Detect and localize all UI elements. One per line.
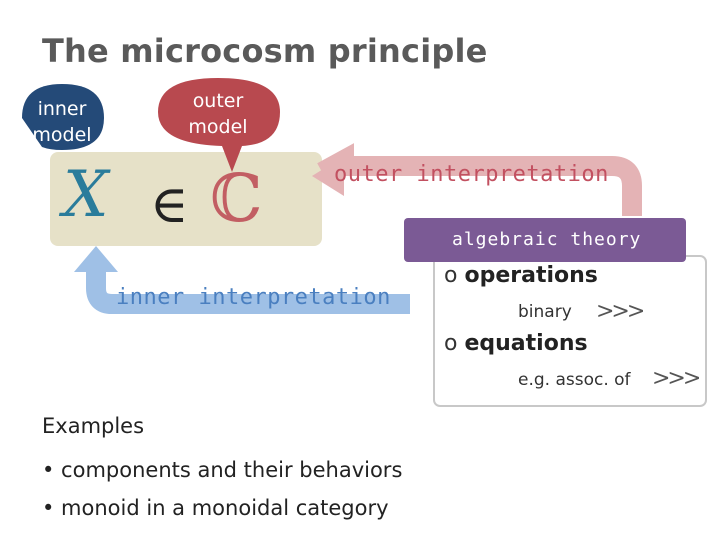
equations-label: equations: [464, 331, 588, 356]
examples-list: • components and their behaviors • monoi…: [42, 451, 402, 527]
outer-model-bubble: [158, 78, 280, 172]
outer-arrow-head: [312, 156, 344, 196]
operations-symbol: >>>: [596, 299, 645, 324]
equations-bullet: o: [444, 331, 458, 356]
operations-bullet: o: [444, 263, 458, 288]
inner-model-line-1: inner: [37, 98, 87, 120]
example-item: • monoid in a monoidal category: [42, 496, 389, 520]
operations-label: operations: [464, 263, 598, 288]
outer-interpretation-label: outer interpretation: [334, 162, 609, 187]
inner-model-line-2: model: [32, 124, 92, 146]
inner-interpretation-label: inner interpretation: [116, 285, 391, 310]
formula-relation: ∈: [150, 175, 189, 235]
example-item: • components and their behaviors: [42, 458, 403, 482]
outer-model-line-2: model: [188, 116, 248, 138]
theory-box-header: [404, 218, 686, 262]
formula-box: [50, 152, 322, 246]
inner-arrow-head: [74, 246, 118, 272]
inner-arrow-path: [86, 270, 410, 314]
outer-arrow-path: [317, 143, 642, 216]
operations-sub: binary: [518, 302, 572, 322]
theory-box-title: algebraic theory: [452, 229, 642, 250]
formula-object: X: [63, 158, 109, 232]
operations-item: o operations: [444, 263, 598, 288]
equations-symbol: >>>: [652, 366, 701, 391]
outer-model-label: outer model: [168, 88, 268, 140]
outer-model-line-1: outer: [192, 90, 244, 112]
inner-model-label: inner model: [22, 96, 102, 148]
examples-heading: Examples: [42, 414, 145, 438]
equations-sub: e.g. assoc. of: [518, 370, 631, 390]
page-title: The microcosm principle: [42, 32, 488, 70]
formula-category: ℂ: [210, 160, 263, 237]
inner-model-bubble: [22, 84, 104, 150]
equations-item: o equations: [444, 331, 588, 356]
